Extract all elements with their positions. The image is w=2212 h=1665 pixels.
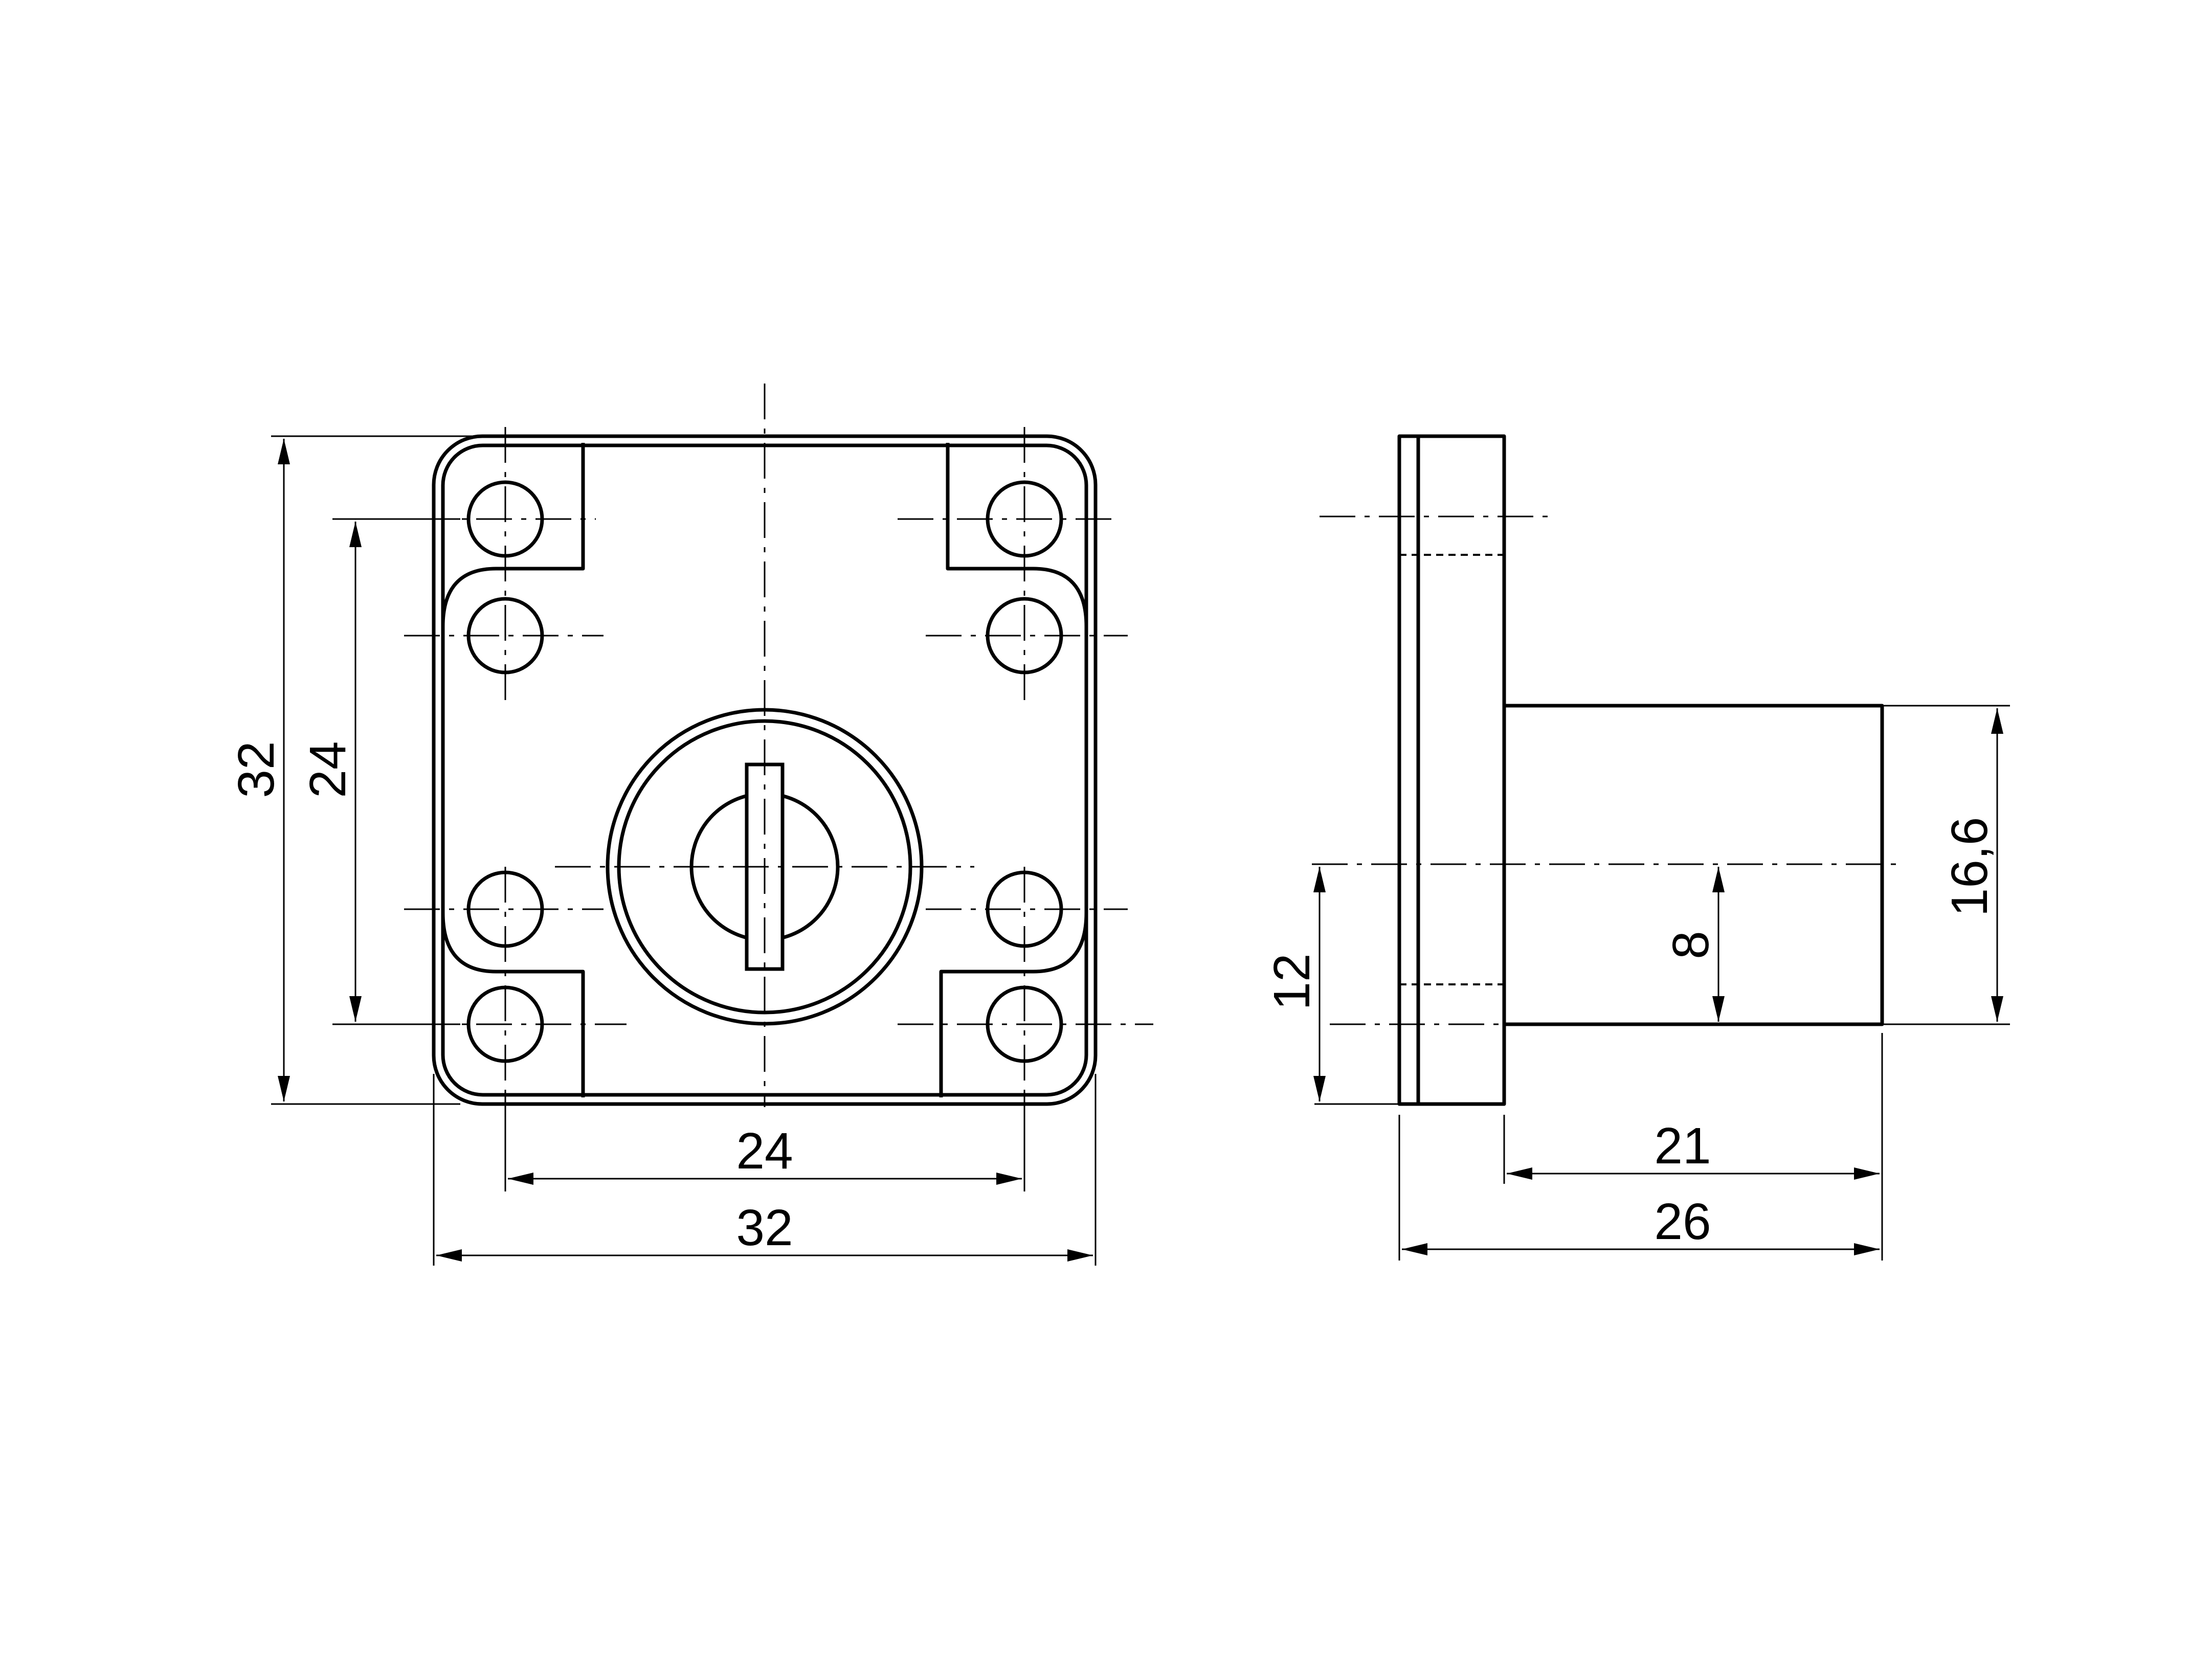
dim-text-hole-offset: 8 — [1662, 931, 1719, 959]
arrow-cylinder-length-right — [1854, 1167, 1880, 1180]
dim-text-height-holes: 24 — [299, 741, 356, 798]
cutout-top-left — [441, 443, 585, 627]
side-flange — [1397, 434, 1506, 1106]
arrow-total-length-right — [1854, 1243, 1880, 1255]
cutout-bottom-right — [939, 912, 1088, 1097]
arrow-hole-offset-top — [1712, 867, 1725, 892]
arrow-height-holes-bottom — [349, 996, 362, 1022]
dim-text-width-outer: 32 — [736, 1199, 793, 1256]
dim-text-width-holes: 24 — [736, 1122, 793, 1180]
arrow-center-height-top — [1313, 867, 1326, 892]
arrow-height-holes-top — [349, 522, 362, 547]
arrow-cylinder-diameter-top — [1991, 708, 2003, 734]
arrow-cylinder-diameter-bottom — [1991, 996, 2003, 1022]
arrow-hole-offset-bottom — [1712, 996, 1725, 1022]
cutout-top-right — [946, 443, 1088, 627]
arrow-width-outer-left — [436, 1249, 462, 1262]
dim-text-cylinder-diameter: 16,6 — [1941, 817, 1998, 917]
arrow-width-holes-left — [508, 1173, 533, 1185]
cutout-bottom-left — [441, 912, 585, 1097]
dim-text-height-outer: 32 — [228, 741, 285, 798]
arrow-cylinder-length-left — [1507, 1167, 1532, 1180]
arrow-width-outer-right — [1067, 1249, 1093, 1262]
front-view: 32 24 24 32 — [228, 384, 1153, 1266]
arrow-center-height-bottom — [1313, 1076, 1326, 1101]
arrow-height-outer-top — [278, 439, 290, 464]
arrow-total-length-left — [1402, 1243, 1427, 1255]
arrow-height-outer-bottom — [278, 1076, 290, 1101]
dim-text-total-length: 26 — [1654, 1193, 1711, 1250]
arrow-width-holes-right — [996, 1173, 1022, 1185]
dim-text-cylinder-length: 21 — [1654, 1117, 1711, 1175]
side-cylinder-body — [1504, 704, 1884, 1026]
side-view: 16,6 8 12 21 26 — [1263, 434, 2010, 1261]
dim-text-center-height: 12 — [1263, 953, 1321, 1010]
